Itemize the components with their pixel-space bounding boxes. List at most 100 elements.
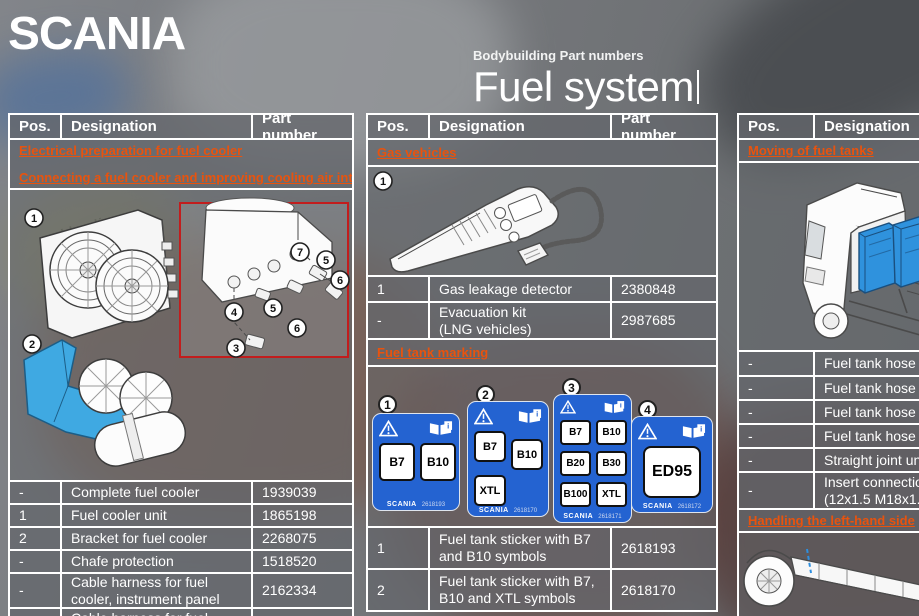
table-row: 2 Bracket for fuel cooler 2268075 bbox=[8, 526, 354, 551]
table-row: - Evacuation kit (LNG vehicles) 2987685 bbox=[366, 301, 718, 340]
pos-cell: - bbox=[737, 471, 815, 510]
table-row: - Straight joint unio bbox=[737, 447, 919, 473]
svg-text:7: 7 bbox=[297, 247, 303, 259]
link-connecting-fuel-cooler[interactable]: Connecting a fuel cooler and improving c… bbox=[19, 170, 354, 185]
pos-cell: - bbox=[737, 423, 815, 449]
designation-cell: Fuel cooler unit bbox=[60, 503, 253, 528]
designation-cell: Cable harness for fuel cooler bbox=[60, 607, 253, 616]
sticker-brand: SCANIA bbox=[563, 513, 594, 520]
pos-cell: 2 bbox=[8, 526, 62, 551]
designation-cell: Bracket for fuel cooler bbox=[60, 526, 253, 551]
svg-text:2: 2 bbox=[29, 339, 35, 351]
designation-cell: Insert connection (12x1.5 M18x1.5 bbox=[813, 471, 919, 510]
left-header-row: Pos. Designation Part number bbox=[8, 113, 354, 140]
part-number-cell: 2380848 bbox=[610, 275, 718, 303]
table-row: 1 Fuel tank sticker with B7 and B10 symb… bbox=[366, 526, 718, 570]
svg-text:1: 1 bbox=[380, 176, 386, 188]
designation-cell: Fuel tank hose bbox=[813, 399, 919, 425]
sticker-number: 2618171 bbox=[598, 514, 622, 520]
col-header-pos: Pos. bbox=[737, 113, 815, 140]
col-header-part-number: Part number bbox=[610, 113, 718, 140]
svg-text:6: 6 bbox=[294, 323, 300, 335]
svg-text:3: 3 bbox=[233, 343, 239, 355]
chassis-figure-row bbox=[737, 531, 919, 616]
left-table: Pos. Designation Part number Electrical … bbox=[8, 113, 354, 616]
table-row: - Fuel tank hose bbox=[737, 423, 919, 449]
pos-cell: - bbox=[8, 607, 62, 616]
fuel-tank-marking-link-row: Fuel tank marking bbox=[366, 338, 718, 367]
pos-cell: - bbox=[8, 480, 62, 505]
part-number-cell: 2268075 bbox=[251, 526, 354, 551]
fuel-label: B100 bbox=[560, 482, 591, 507]
truck-chassis-drawing bbox=[743, 548, 919, 607]
pos-cell: 2 bbox=[366, 568, 430, 612]
svg-text:5: 5 bbox=[270, 303, 276, 315]
sticker-callout: 1 bbox=[378, 395, 397, 414]
manual-book-icon: i bbox=[518, 409, 542, 423]
link-handling-left-hand-side[interactable]: Handling the left-hand side bbox=[748, 513, 915, 528]
gas-leakage-detector-drawing: 1 bbox=[373, 171, 604, 273]
part-number-cell: 2162334 bbox=[251, 572, 354, 609]
link-electrical-preparation[interactable]: Electrical preparation for fuel cooler bbox=[19, 143, 243, 158]
red-detail-box bbox=[179, 197, 349, 358]
pos-cell: - bbox=[737, 399, 815, 425]
gas-detector-figure-row: 1 bbox=[366, 165, 718, 277]
fuel-label: XTL bbox=[474, 475, 506, 506]
table-row: - Cable harness for fuel cooler bbox=[8, 607, 354, 616]
link-fuel-tank-marking[interactable]: Fuel tank marking bbox=[377, 345, 489, 360]
fuel-label: B10 bbox=[596, 420, 627, 445]
warning-triangle-icon bbox=[638, 422, 657, 439]
table-row: - Cable harness for fuel cooler, instrum… bbox=[8, 572, 354, 609]
page-title-input[interactable]: Fuel system bbox=[473, 65, 699, 109]
text-cursor bbox=[696, 70, 699, 104]
designation-cell: Fuel tank hose bbox=[813, 350, 919, 377]
part-number-cell: 2618170 bbox=[610, 568, 718, 612]
figure-callouts: 1 2 7 5 6 4 5 6 3 bbox=[22, 208, 350, 358]
svg-text:i: i bbox=[447, 422, 449, 431]
table-row: - Fuel tank hose bbox=[737, 350, 919, 377]
designation-cell: Fuel tank sticker with B7 and B10 symbol… bbox=[428, 526, 612, 570]
designation-cell: Chafe protection bbox=[60, 549, 253, 574]
manual-book-icon: i bbox=[682, 424, 706, 438]
table-row: 2 Fuel tank sticker with B7, B10 and XTL… bbox=[366, 568, 718, 612]
pos-cell: 1 bbox=[366, 275, 430, 303]
link-moving-of-fuel-tanks[interactable]: Moving of fuel tanks bbox=[748, 143, 874, 158]
manual-book-icon: i bbox=[429, 421, 453, 435]
col-header-part-number: Part number bbox=[251, 113, 354, 140]
fuel-label: B7 bbox=[474, 431, 506, 462]
left-links-row: Electrical preparation for fuel cooler C… bbox=[8, 138, 354, 190]
eyebrow-label: Bodybuilding Part numbers bbox=[473, 48, 644, 63]
col-header-pos: Pos. bbox=[366, 113, 430, 140]
col-header-designation: Designation bbox=[60, 113, 253, 140]
left-figure-row: 1 2 7 5 6 4 5 6 3 bbox=[8, 188, 354, 482]
moving-fuel-tanks-link-row: Moving of fuel tanks bbox=[737, 138, 919, 163]
pos-cell: 1 bbox=[366, 526, 430, 570]
designation-cell: Fuel tank hose bbox=[813, 423, 919, 449]
handling-link-row: Handling the left-hand side bbox=[737, 508, 919, 533]
fuel-label: ED95 bbox=[643, 446, 701, 498]
fuel-cooler-diagram: 1 2 7 5 6 4 5 6 3 bbox=[22, 197, 350, 467]
col-header-designation: Designation bbox=[428, 113, 612, 140]
middle-table: Pos. Designation Part number Gas vehicle… bbox=[366, 113, 718, 612]
pos-cell: - bbox=[737, 447, 815, 473]
pos-cell: - bbox=[737, 375, 815, 401]
svg-text:1: 1 bbox=[31, 213, 37, 225]
fuel-cooler-unit-drawing bbox=[39, 209, 179, 339]
scania-logo: SCANIA bbox=[8, 7, 186, 59]
designation-cell: Fuel tank sticker with B7, B10 and XTL s… bbox=[428, 568, 612, 612]
right-table: Pos. Designation Moving of fuel tanks bbox=[737, 113, 919, 616]
table-row: - Chafe protection 1518520 bbox=[8, 549, 354, 574]
figure-callout: 1 bbox=[373, 171, 393, 191]
table-row: 1 Gas leakage detector 2380848 bbox=[366, 275, 718, 303]
pos-cell: - bbox=[366, 301, 430, 340]
link-gas-vehicles[interactable]: Gas vehicles bbox=[377, 145, 457, 160]
table-row: - Insert connection (12x1.5 M18x1.5 bbox=[737, 471, 919, 510]
page-header: Bodybuilding Part numbers Fuel system bbox=[473, 48, 699, 109]
fuel-label: B10 bbox=[511, 439, 543, 470]
designation-cell: Gas leakage detector bbox=[428, 275, 612, 303]
